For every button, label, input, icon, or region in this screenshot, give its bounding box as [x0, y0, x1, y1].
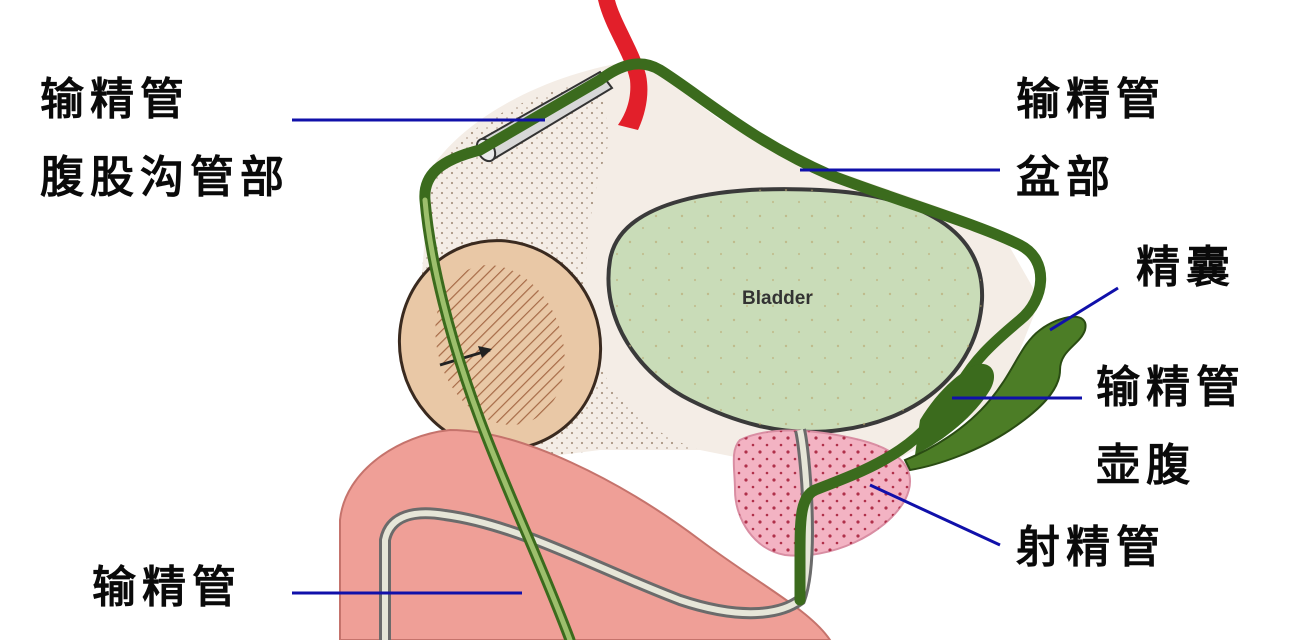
arrow-head	[478, 346, 492, 358]
bladder-texture	[608, 189, 983, 432]
label-ejaculatory-duct: 射精管	[1016, 522, 1166, 573]
label-pelvic-part-line1: 输精管	[1016, 74, 1166, 125]
seminal-vesicle	[903, 315, 1087, 472]
label-vas-deferens-bottom: 输精管	[92, 562, 242, 613]
label-pelvic-part-line2: 盆部	[1016, 152, 1116, 203]
label-seminal-vesicle: 精囊	[1136, 242, 1236, 293]
leader-ejac	[869, 483, 1001, 547]
label-inguinal-part-line2: 腹股沟管部	[40, 152, 290, 203]
label-bladder: Bladder	[742, 288, 813, 309]
label-inguinal-part-line1: 输精管	[40, 74, 190, 125]
vas-deferens-highlight	[422, 197, 573, 640]
label-ampulla-line1: 输精管	[1096, 362, 1246, 413]
artery	[598, 0, 648, 130]
ampulla	[915, 363, 995, 455]
urethra-lumen	[382, 429, 811, 640]
penis	[339, 428, 832, 640]
leader-seminal	[1049, 286, 1119, 332]
label-ampulla-line2: 壶腹	[1096, 440, 1196, 491]
